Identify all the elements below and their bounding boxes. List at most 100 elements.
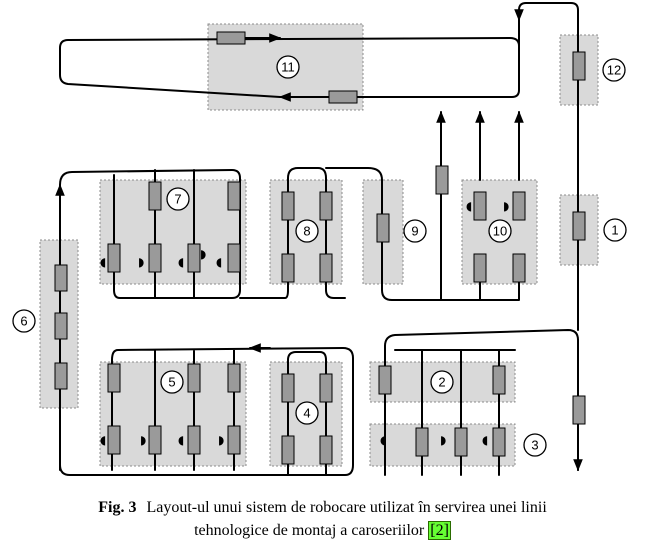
cart [492, 365, 506, 395]
caption-text-1: Layout-ul unui sistem de robocare utiliz… [146, 499, 547, 516]
cart [281, 435, 295, 465]
cart [107, 363, 121, 393]
track-upper-9 [325, 167, 481, 301]
caption-line-1: Fig. 3 Layout-ul unui sistem de robocare … [0, 496, 645, 519]
robot-icon: ◖ [380, 433, 386, 447]
label-4-text: 4 [303, 406, 310, 421]
label-5-text: 5 [168, 375, 175, 390]
tracks [55, 2, 583, 476]
cart [473, 253, 487, 283]
track-loop-11-return [59, 37, 520, 98]
robot-icon: ◖ [466, 199, 472, 213]
track-lower-4 [287, 351, 327, 476]
track-lower-2-3 [384, 345, 516, 476]
label-1: 1 [603, 218, 627, 242]
robot-icon: ◖ [178, 255, 184, 269]
track-upper-10 [440, 281, 520, 301]
label-6-text: 6 [20, 314, 27, 329]
cart [572, 211, 586, 241]
robot-icon: ◖ [100, 433, 106, 447]
label-4: 4 [295, 401, 319, 425]
label-3-text: 3 [531, 438, 538, 453]
robot-icon: ◗ [503, 199, 509, 213]
cart [227, 243, 241, 273]
label-2-text: 2 [438, 375, 445, 390]
figure-caption: Fig. 3 Layout-ul unui sistem de robocare … [0, 496, 645, 542]
label-8: 8 [295, 219, 319, 243]
label-7-text: 7 [174, 192, 181, 207]
caption-line-2: tehnologice de montaj a caroseriilor [2] [0, 519, 645, 542]
track-lower-row [59, 347, 354, 476]
track-upper-row [59, 169, 241, 299]
station-labels: 1 2 3 4 5 6 7 8 9 10 11 12 [12, 55, 627, 457]
cart [435, 165, 449, 195]
cart [227, 425, 241, 455]
cart [512, 191, 526, 221]
cart [473, 191, 487, 221]
cart [148, 243, 162, 273]
cart [572, 395, 586, 425]
figure-number: Fig. 3 [98, 499, 137, 516]
track-main-up [514, 2, 579, 331]
label-10-text: 10 [493, 224, 507, 239]
cart [415, 427, 429, 457]
cart [378, 365, 392, 395]
cart [281, 191, 295, 221]
station-zones [39, 23, 599, 467]
label-10: 10 [488, 219, 512, 243]
cart [187, 243, 201, 273]
cart [216, 31, 246, 45]
robot-icon: ◖ [482, 433, 488, 447]
cart [148, 425, 162, 455]
robot-markers: ◖ ◗ ◖ ◗ ◖ ◖ ◗ ◖ ◗ ◖ ◗ ◖ ◗ ◖ [100, 199, 509, 447]
cart [281, 373, 295, 403]
robot-icon: ◖ [216, 255, 222, 269]
layout-diagram: ◖ ◗ ◖ ◗ ◖ ◖ ◗ ◖ ◗ ◖ ◗ ◖ ◗ ◖ 1 2 3 4 5 6 … [12, 2, 627, 476]
cart [492, 427, 506, 457]
robot-icon: ◖ [100, 255, 106, 269]
cart [227, 181, 241, 211]
zone-3 [369, 423, 516, 467]
robot-icon: ◗ [200, 247, 206, 261]
cart [227, 363, 241, 393]
reference-link[interactable]: [2] [428, 521, 451, 540]
label-2: 2 [430, 370, 454, 394]
cart [454, 427, 468, 457]
cart [512, 253, 526, 283]
robot-icon: ◖ [178, 433, 184, 447]
label-11: 11 [276, 55, 300, 79]
label-12-text: 12 [607, 63, 621, 78]
label-9-text: 9 [411, 224, 418, 239]
cart [107, 425, 121, 455]
cart [54, 264, 68, 292]
cart [54, 312, 68, 340]
carts [54, 31, 586, 465]
label-1-text: 1 [611, 223, 618, 238]
cart [319, 253, 333, 283]
cart [54, 362, 68, 390]
track-main-right [384, 329, 579, 471]
robot-icon: ◗ [140, 433, 146, 447]
caption-text-2: tehnologice de montaj a caroseriilor [194, 522, 425, 539]
cart [187, 425, 201, 455]
track-upper-8 [239, 167, 346, 299]
label-6: 6 [12, 309, 36, 333]
robot-icon: ◗ [440, 433, 446, 447]
label-11-text: 11 [281, 60, 295, 75]
robot-icon: ◗ [138, 255, 144, 269]
label-3: 3 [523, 433, 547, 457]
cart [148, 181, 162, 211]
label-12: 12 [602, 58, 626, 82]
cart [319, 435, 333, 465]
cart [281, 253, 295, 283]
cart [328, 90, 358, 104]
cart [319, 373, 333, 403]
label-7: 7 [166, 187, 190, 211]
track-loop-11 [278, 19, 520, 102]
cart [107, 243, 121, 273]
label-8-text: 8 [303, 224, 310, 239]
cart [319, 191, 333, 221]
label-5: 5 [160, 370, 184, 394]
robot-icon: ◗ [218, 433, 224, 447]
